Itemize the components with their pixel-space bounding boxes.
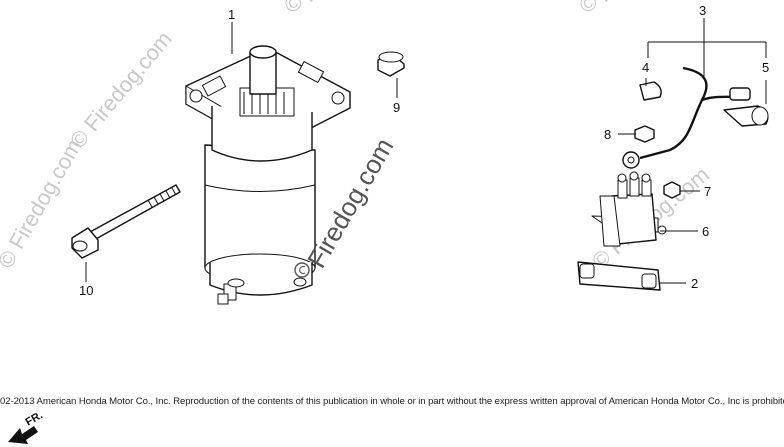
callout-5: 5 xyxy=(762,60,769,75)
solenoid-bracket xyxy=(577,261,661,291)
terminal-cover xyxy=(639,81,662,101)
collar xyxy=(377,51,405,77)
callout-4: 4 xyxy=(642,60,649,75)
starter-motor xyxy=(185,45,351,305)
starter-cable xyxy=(622,66,769,169)
copyright-notice: 02-2013 American Honda Motor Co., Inc. R… xyxy=(0,396,784,407)
terminal-nut-8 xyxy=(634,125,655,143)
watermark-left: © Firedog.com xyxy=(0,135,87,273)
watermark-right: © Firedog.com xyxy=(575,0,713,18)
callout-2: 2 xyxy=(691,276,698,291)
callout-7: 7 xyxy=(704,184,711,199)
callout-6: 6 xyxy=(702,224,709,239)
leader-lines xyxy=(85,18,767,284)
front-direction-indicator: FR. xyxy=(8,409,45,444)
callout-9: 9 xyxy=(393,100,400,115)
callout-10: 10 xyxy=(79,283,93,298)
flange-bolt xyxy=(71,184,181,259)
watermark-top: © Firedog.com xyxy=(280,0,418,18)
callout-1: 1 xyxy=(228,7,235,22)
terminal-nut-7 xyxy=(663,181,681,199)
callout-labels: 1 2 3 4 5 6 7 8 9 10 xyxy=(79,3,769,298)
watermark-lower-left: © Firedog.com xyxy=(65,26,177,153)
center-watermark: Firedog.com xyxy=(301,133,399,273)
callout-8: 8 xyxy=(604,127,611,142)
callout-3: 3 xyxy=(699,3,706,18)
front-direction-label: FR. xyxy=(24,409,45,428)
starter-solenoid xyxy=(591,171,667,247)
front-arrow-icon xyxy=(8,426,38,444)
center-watermark-copyright-mark xyxy=(294,262,310,278)
